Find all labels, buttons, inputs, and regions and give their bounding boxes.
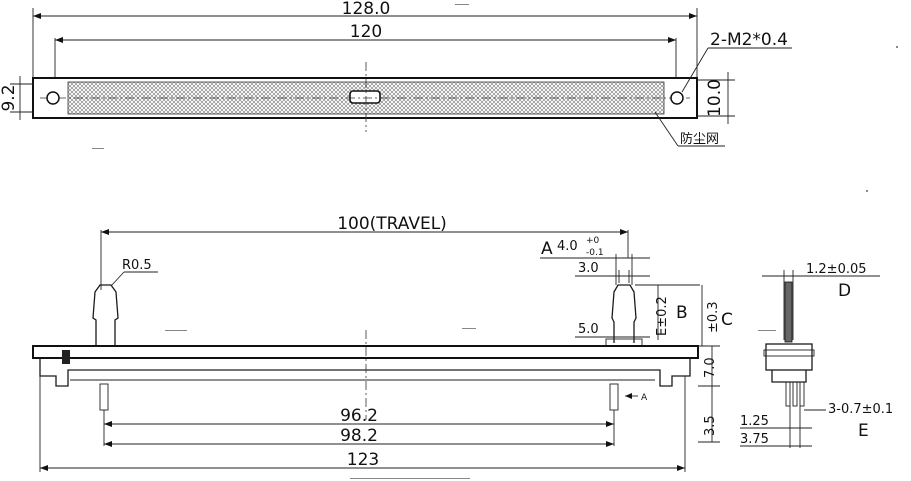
section-marker-label: A: [641, 393, 648, 403]
lever-width-label: 4.0: [557, 239, 578, 254]
dim-98-2-label: 98.2: [340, 426, 378, 446]
dim-e-tol-label: E±0.2: [655, 296, 670, 336]
left-height-label: 9.2: [0, 84, 19, 111]
dim-3-0-label: 3.0: [578, 261, 599, 276]
travel-label: 100(TRAVEL): [337, 214, 447, 234]
hole-pitch-label: 120: [350, 22, 382, 42]
scan-noise: [92, 4, 898, 479]
right-terminal-icon: [609, 383, 619, 411]
right-knob-icon: [611, 284, 637, 343]
dim-123-label: 123: [347, 450, 379, 470]
side-body: [765, 343, 813, 371]
front-body-top: [32, 345, 699, 359]
dust-cover-label: 防尘网: [680, 131, 719, 147]
knob-radius-label: R0.5: [122, 258, 152, 273]
left-knob-icon: [92, 284, 119, 346]
ref-d-label: D: [838, 281, 851, 301]
dim-d-label: 1.2±0.05: [806, 262, 867, 277]
side-pin-left-icon: [785, 381, 791, 407]
right-mount-hole-icon: [670, 91, 684, 105]
left-mount-hole-icon: [46, 91, 60, 105]
slider-slot: [349, 90, 381, 104]
dim-5-0-label: 5.0: [578, 322, 599, 337]
dim-3-75-label: 3.75: [740, 432, 769, 447]
side-pin-center-icon: [792, 381, 798, 407]
knob-base: [605, 338, 643, 347]
top-view-body: [32, 77, 698, 119]
front-view: 100(TRAVEL) R0.5 A 4.0 +0 -0.1 3.0 E±0.2…: [32, 214, 733, 472]
dim-3-5-label: 3.5: [703, 415, 718, 436]
ref-a-label: A: [541, 239, 553, 259]
lever-tol-upper: +0: [586, 236, 600, 246]
side-pin-right-icon: [799, 381, 805, 407]
mount-holes-label: 2-M2*0.4: [710, 30, 788, 50]
top-view: 128.0 120 2-M2*0.4 9.2 10.0: [0, 0, 792, 147]
dim-1-25-label: 1.25: [740, 414, 769, 429]
dim-7-0-label: 7.0: [703, 357, 718, 378]
dim-96-2-label: 96.2: [340, 406, 378, 426]
left-end-block: [62, 350, 70, 364]
ref-e-label: E: [858, 421, 869, 441]
left-terminal-icon: [99, 383, 109, 411]
overall-length-label: 128.0: [342, 0, 391, 19]
dim-c-tol-label: ±0.3: [706, 301, 721, 333]
ref-c-label: C: [721, 310, 733, 330]
side-view: 1.2±0.05 D 3-0.7±0.1 E 1.25 3.75: [740, 262, 893, 448]
dim-e-label: 3-0.7±0.1: [828, 402, 893, 417]
lever-tol-lower: -0.1: [586, 248, 604, 258]
ref-b-label: B: [676, 303, 688, 323]
right-height-label: 10.0: [705, 79, 725, 117]
front-body-lower: [39, 358, 691, 387]
side-lever: [784, 281, 793, 343]
